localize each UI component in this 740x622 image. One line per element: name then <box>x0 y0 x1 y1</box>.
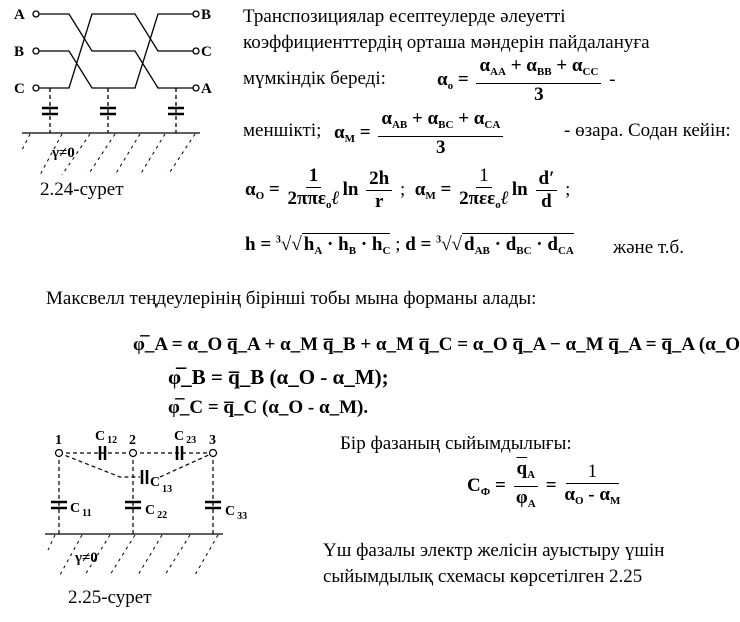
conductivity-label: γ≠0 <box>51 145 75 161</box>
para-line: меншікті; <box>243 120 322 141</box>
para-line: мүмкіндік береді: <box>243 68 386 89</box>
para-line: Максвелл теңдеулерінің бірінші тобы мына… <box>46 288 537 309</box>
para-line: Бір фазаның сыйымдылығы: <box>340 433 572 454</box>
para-line: Үш фазалы электр желісін ауыстыру үшін <box>323 540 665 561</box>
terminal-label: B <box>201 7 211 23</box>
terminal-label: C <box>14 81 25 97</box>
terminal-label: A <box>14 7 25 23</box>
node-label: 2 <box>129 433 136 448</box>
para-line: және т.б. <box>613 237 684 258</box>
figure-caption: 2.25-сурет <box>68 587 152 608</box>
para-line: коэффициенттердің орташа мәндерін пайдал… <box>243 32 650 53</box>
terminal-label: C <box>201 44 212 60</box>
node-label: 1 <box>55 433 62 448</box>
maxwell-eq-2: φ̅_B = q̅_B (α_O - α_M); <box>168 365 389 389</box>
para-line: Транспозициялар есептеулерде әлеуетті <box>243 6 566 27</box>
figure-caption: 2.24-сурет <box>40 179 124 200</box>
para-line: - өзара. Содан кейін: <box>564 120 731 141</box>
formula-geometric-means: h = 3√√hA · hB · hC ; d = 3√√dAB · dBC ·… <box>245 233 574 257</box>
maxwell-eq-3: φ̅_C = q̅_C (α_O - α_M). <box>168 397 369 418</box>
terminal-label: B <box>14 44 24 60</box>
para-line: сыйымдылық схемасы көрсетілген 2.25 <box>323 566 643 587</box>
maxwell-eq-1: φ̅_A = α_O q̅_A + α_M q̅_B + α_M q̅_C = … <box>133 334 740 355</box>
conductivity-label: γ≠0 <box>74 550 98 566</box>
terminal-label: A <box>201 81 212 97</box>
node-label: 3 <box>209 433 216 448</box>
transposition-diagram: A B C B C A γ≠0 2.24-сурет <box>14 7 212 200</box>
